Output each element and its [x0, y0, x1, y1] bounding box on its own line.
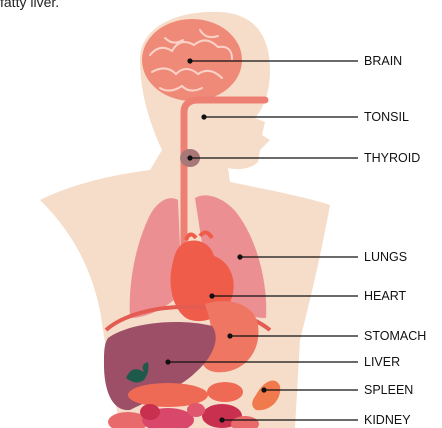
- label-lungs: LUNGS: [364, 250, 407, 264]
- label-tonsil: TONSIL: [364, 110, 409, 124]
- label-thyroid: THYROID: [364, 151, 420, 165]
- label-spleen: SPLEEN: [364, 383, 413, 397]
- label-kidney: KIDNEY: [364, 413, 411, 427]
- label-stomach: STOMACH: [364, 329, 426, 343]
- label-brain: BRAIN: [364, 54, 402, 68]
- label-heart: HEART: [364, 289, 407, 303]
- label-liver: LIVER: [364, 355, 400, 369]
